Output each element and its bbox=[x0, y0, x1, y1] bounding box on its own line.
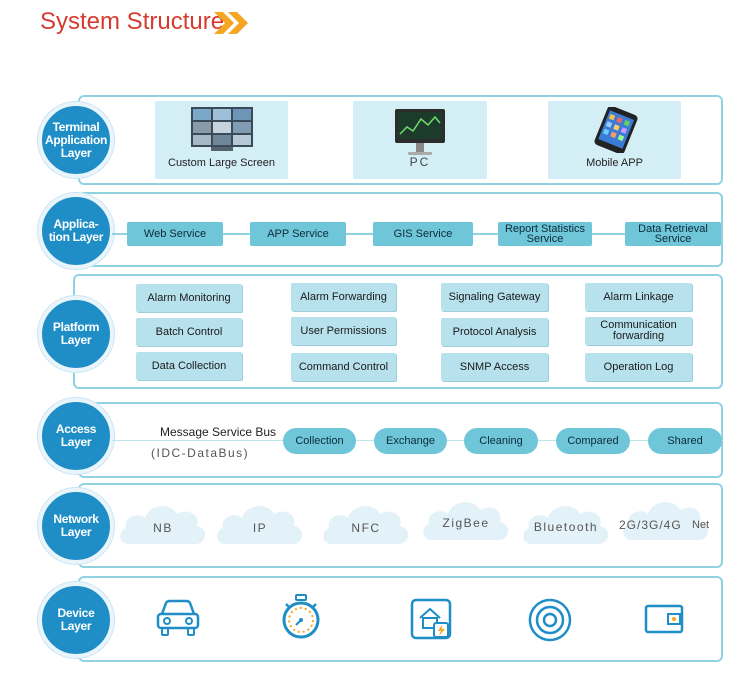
terminal-item-label: PC bbox=[409, 155, 431, 169]
message-bus-subtitle: (IDC-DataBus) bbox=[151, 446, 250, 460]
access-item: Cleaning bbox=[464, 428, 538, 454]
platform-item: SNMP Access bbox=[441, 353, 548, 381]
platform-item: Alarm Forwarding bbox=[291, 283, 396, 311]
network-item-extra: Net bbox=[692, 519, 710, 531]
sensor-icon bbox=[528, 598, 572, 642]
network-item-label: 2G/3G/4G bbox=[619, 518, 682, 532]
application-layer-badge: Applica-tion Layer bbox=[38, 193, 114, 269]
cloud-icon bbox=[120, 506, 206, 544]
cloud-icon bbox=[323, 506, 409, 544]
platform-item: Protocol Analysis bbox=[441, 318, 548, 346]
network-item-label: IP bbox=[252, 521, 268, 535]
app-service-gis: GIS Service bbox=[373, 222, 473, 246]
network-layer-box bbox=[78, 483, 723, 568]
wallet-icon bbox=[644, 604, 684, 634]
car-icon bbox=[156, 599, 200, 636]
access-item: Collection bbox=[283, 428, 356, 454]
app-service-web: Web Service bbox=[127, 222, 223, 246]
terminal-item-label: Custom Large Screen bbox=[168, 157, 275, 169]
platform-item: Command Control bbox=[291, 353, 396, 381]
access-item: Shared bbox=[648, 428, 722, 454]
cloud-icon bbox=[217, 506, 303, 544]
smart-home-icon bbox=[410, 598, 452, 640]
stopwatch-icon bbox=[282, 594, 320, 639]
cloud-icon bbox=[423, 502, 509, 540]
page-title: System Structure bbox=[40, 8, 225, 35]
network-item-label: Bluetooth bbox=[533, 520, 599, 534]
access-item: Compared bbox=[556, 428, 630, 454]
app-service-app: APP Service bbox=[250, 222, 346, 246]
smartphone-icon bbox=[594, 107, 638, 153]
access-item: Exchange bbox=[374, 428, 447, 454]
platform-item: Signaling Gateway bbox=[441, 283, 548, 311]
terminal-item-mobile: Mobile APP bbox=[548, 101, 681, 179]
desktop-pc-icon bbox=[395, 109, 445, 155]
platform-item: Data Collection bbox=[136, 352, 242, 380]
platform-item: Batch Control bbox=[136, 318, 242, 346]
platform-item: Alarm Monitoring bbox=[136, 284, 242, 312]
terminal-item-label: Mobile APP bbox=[586, 157, 643, 169]
double-chevron-icon bbox=[214, 12, 248, 34]
terminal-item-large-screen: Custom Large Screen bbox=[155, 101, 288, 179]
network-item-label: ZigBee bbox=[442, 516, 490, 530]
video-wall-icon bbox=[191, 107, 253, 151]
platform-item: User Permissions bbox=[291, 317, 396, 345]
network-item-label: NB bbox=[153, 521, 173, 535]
platform-item: Alarm Linkage bbox=[585, 283, 692, 311]
terminal-item-pc: PC bbox=[353, 101, 487, 179]
network-item-label: NFC bbox=[351, 521, 381, 535]
cloud-icon bbox=[523, 506, 609, 544]
cloud-icon bbox=[623, 502, 709, 540]
platform-item: Operation Log bbox=[585, 353, 692, 381]
message-bus-name: Message Service Bus bbox=[160, 425, 277, 439]
